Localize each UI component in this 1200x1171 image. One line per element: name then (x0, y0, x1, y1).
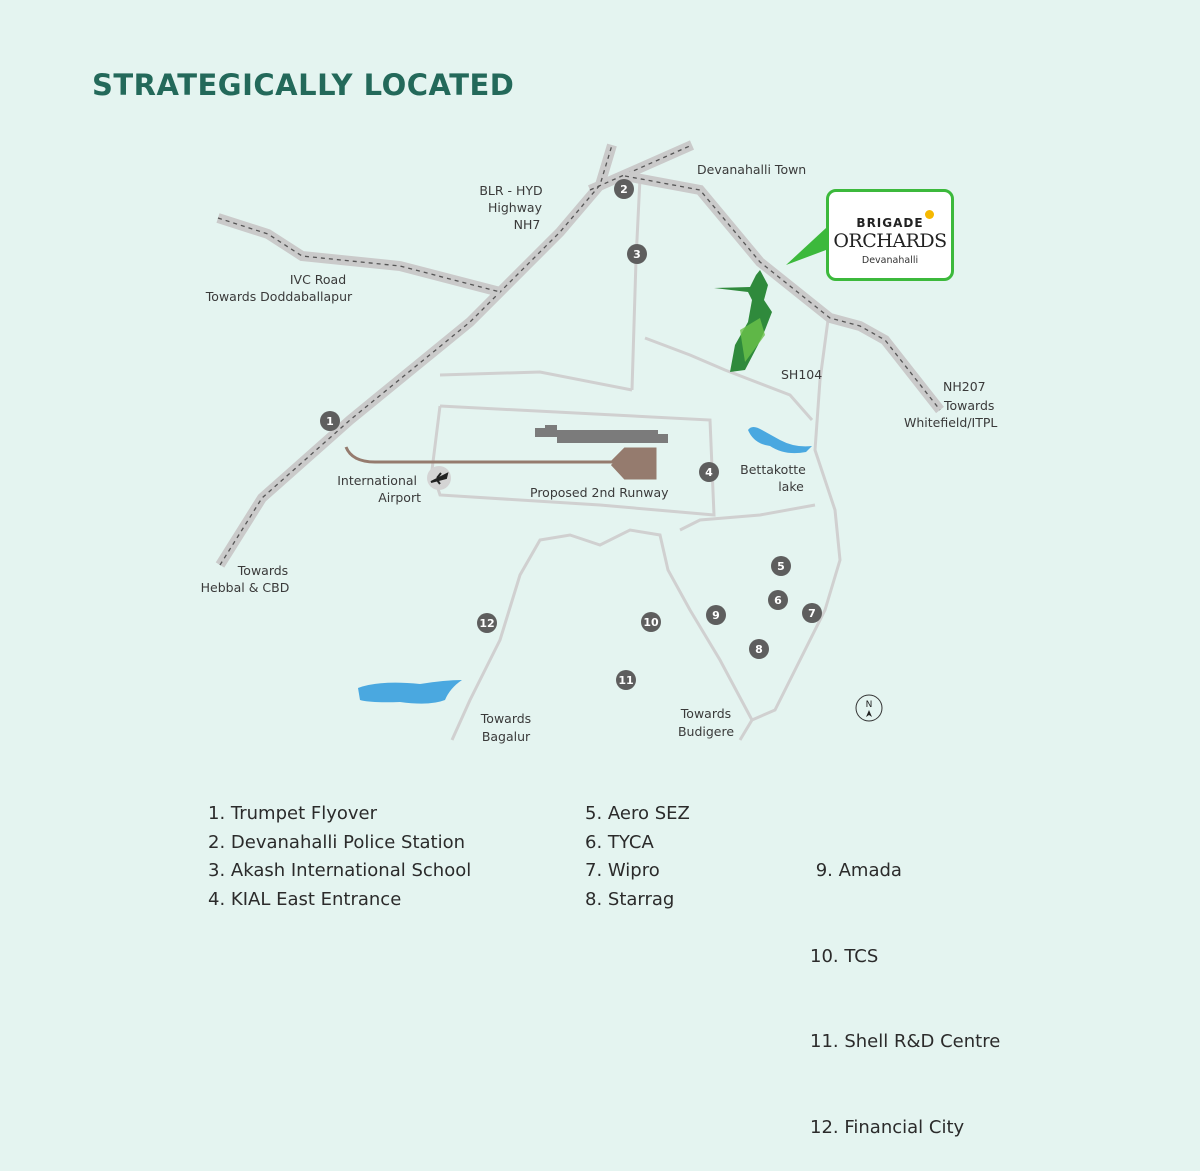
nh207-road (624, 171, 944, 414)
legend-item: 1. Trumpet Flyover (208, 803, 378, 824)
svg-text:10: 10 (643, 616, 659, 629)
legend-item: 5. Aero SEZ (585, 803, 690, 824)
svg-text:Towards: Towards (943, 398, 994, 413)
svg-text:5: 5 (777, 560, 785, 573)
legend-item: 2. Devanahalli Police Station (208, 831, 466, 853)
ivc-road-label: IVC Road (290, 272, 346, 287)
svg-text:4: 4 (705, 466, 713, 479)
bagalur-label: Towards (480, 711, 531, 726)
ivc-road (216, 213, 502, 297)
svg-text:N: N (866, 700, 873, 710)
bettakotte-lake (748, 427, 812, 454)
hebbal-label: Towards (237, 563, 288, 578)
logo-location: Devanahalli (861, 255, 919, 266)
highways (215, 140, 944, 568)
location-map: N BLR - HYD Highway NH7 Devanahalli Town… (201, 140, 997, 744)
svg-text:Towards Doddaballapur: Towards Doddaballapur (205, 289, 353, 304)
legend-item: 9. Amada (810, 860, 902, 881)
svg-text:Hebbal & CBD: Hebbal & CBD (201, 580, 290, 595)
legend-item: 3. Akash International School (208, 860, 472, 881)
marker-6[interactable]: 6 (768, 590, 788, 610)
legend-item: 12. Financial City (810, 1116, 965, 1138)
devanahalli-town-label: Devanahalli Town (697, 162, 806, 177)
marker-11[interactable]: 11 (616, 670, 636, 690)
svg-text:12: 12 (479, 617, 494, 630)
project-site (714, 270, 772, 372)
marker-2[interactable]: 2 (614, 179, 634, 199)
svg-text:Whitefield/ITPL: Whitefield/ITPL (904, 415, 997, 430)
nh207-label: NH207 (943, 379, 986, 394)
marker-4[interactable]: 4 (699, 462, 719, 482)
airport-terminal (535, 425, 668, 443)
legend-item: 11. Shell R&D Centre (810, 1031, 1001, 1052)
svg-text:Bagalur: Bagalur (482, 729, 531, 744)
logo-brand: BRIGADE (856, 216, 924, 230)
budigere-label: Towards (680, 706, 731, 721)
minor-roads (430, 177, 842, 741)
marker-8[interactable]: 8 (749, 639, 769, 659)
airport-label: International (337, 473, 417, 488)
svg-text:1: 1 (326, 415, 334, 428)
marker-10[interactable]: 10 (641, 612, 661, 632)
svg-text:NH7: NH7 (514, 217, 541, 232)
callout-pointer (786, 228, 826, 265)
road (630, 177, 642, 391)
lake (358, 680, 462, 704)
logo-dot (925, 210, 934, 219)
nh7-highway (215, 140, 695, 568)
marker-9[interactable]: 9 (706, 605, 726, 625)
runway-label: Proposed 2nd Runway (530, 485, 669, 500)
legend-item: 7. Wipro (585, 860, 660, 881)
svg-text:Budigere: Budigere (678, 724, 734, 739)
marker-12[interactable]: 12 (477, 613, 497, 633)
lake-label: Bettakotte (740, 462, 806, 477)
nh7-label: BLR - HYD (479, 183, 542, 198)
marker-1[interactable]: 1 (320, 411, 340, 431)
marker-5[interactable]: 5 (771, 556, 791, 576)
svg-text:8: 8 (755, 643, 763, 656)
sh104-label: SH104 (781, 367, 822, 382)
svg-text:6: 6 (774, 594, 782, 607)
svg-text:Airport: Airport (378, 490, 421, 505)
svg-text:9: 9 (712, 609, 720, 622)
proposed-runway (612, 449, 655, 478)
svg-text:lake: lake (778, 479, 804, 494)
marker-3[interactable]: 3 (627, 244, 647, 264)
legend-item: 8. Starrag (585, 888, 675, 910)
legend-column-2: 5. Aero SEZ 6. TYCA 7. Wipro 8. Starrag (585, 800, 690, 914)
legend-item: 6. TYCA (585, 831, 654, 853)
marker-7[interactable]: 7 (802, 603, 822, 623)
svg-text:3: 3 (633, 248, 641, 261)
brigade-orchards-logo: BRIGADE ORCHARDS Devanahalli (826, 189, 954, 281)
svg-text:2: 2 (620, 183, 628, 196)
legend-column-3: 9. Amada 10. TCS 11. Shell R&D Centre 12… (810, 800, 1000, 1171)
markers: 1 2 3 4 5 6 7 8 9 10 11 12 (320, 179, 822, 690)
logo-name: ORCHARDS (833, 230, 947, 252)
svg-text:Highway: Highway (488, 200, 543, 215)
legend-item: 10. TCS (810, 945, 879, 967)
legend-column-1: 1. Trumpet Flyover 2. Devanahalli Police… (208, 800, 471, 914)
svg-text:11: 11 (618, 674, 633, 687)
compass-icon: N (855, 694, 883, 722)
legend-item: 4. KIAL East Entrance (208, 888, 402, 910)
page-title: STRATEGICALLY LOCATED (92, 68, 515, 102)
svg-text:7: 7 (808, 607, 816, 620)
plane-icon (430, 472, 449, 485)
